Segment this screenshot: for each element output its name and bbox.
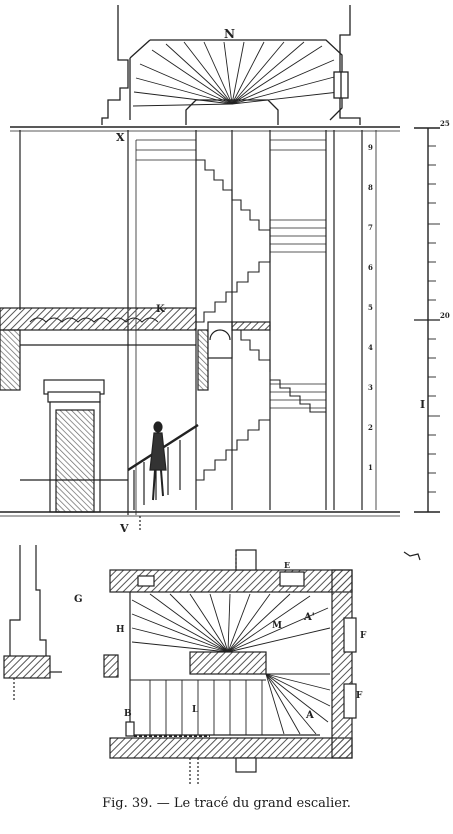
label-h: H (116, 625, 125, 635)
step-numbers: 9 8 7 6 5 4 3 2 1 (368, 143, 373, 472)
label-m: M (272, 621, 282, 631)
caption-fig-number: Fig. 39. (102, 796, 153, 811)
label-k: K (156, 304, 165, 315)
label-e: E (284, 560, 290, 570)
label-g: G (74, 594, 83, 605)
label-b: B (124, 709, 132, 719)
staircase-engraving: N X K V G H B L M A' A F F E I 25 20 987… (0, 5, 450, 785)
step-number: 3 (368, 383, 373, 392)
label-a: A (305, 710, 314, 721)
step-number: 4 (368, 343, 373, 352)
step-number: 1 (368, 463, 373, 472)
label-n: N (224, 27, 235, 41)
label-x: X (116, 131, 125, 144)
label-scale-20: 20 (440, 311, 450, 320)
label-a-prime: A' (303, 612, 315, 623)
step-number: 9 (368, 143, 373, 152)
step-number: 5 (368, 303, 373, 312)
label-f-top: F (360, 631, 367, 641)
figure-caption: Fig. 39. — Le tracé du grand escalier. (0, 796, 453, 811)
label-l: L (192, 705, 199, 715)
step-number: 6 (368, 263, 373, 272)
upper-plan (101, 5, 361, 125)
plan-labels: N X K V G H B L M A' A F F E I 25 20 (74, 27, 450, 721)
label-scale-i: I (420, 398, 425, 411)
height-scale (414, 127, 440, 513)
step-number: 7 (368, 223, 373, 232)
label-v: V (119, 522, 129, 535)
elevation (0, 126, 400, 530)
label-scale-25: 25 (440, 119, 450, 128)
caption-title: Le tracé du grand escalier. (173, 796, 351, 811)
step-number: 2 (368, 423, 373, 432)
caption-dash: — (156, 796, 170, 811)
step-number: 8 (368, 183, 373, 192)
ground-plan (3, 545, 421, 785)
label-f-bottom: F (356, 691, 363, 701)
